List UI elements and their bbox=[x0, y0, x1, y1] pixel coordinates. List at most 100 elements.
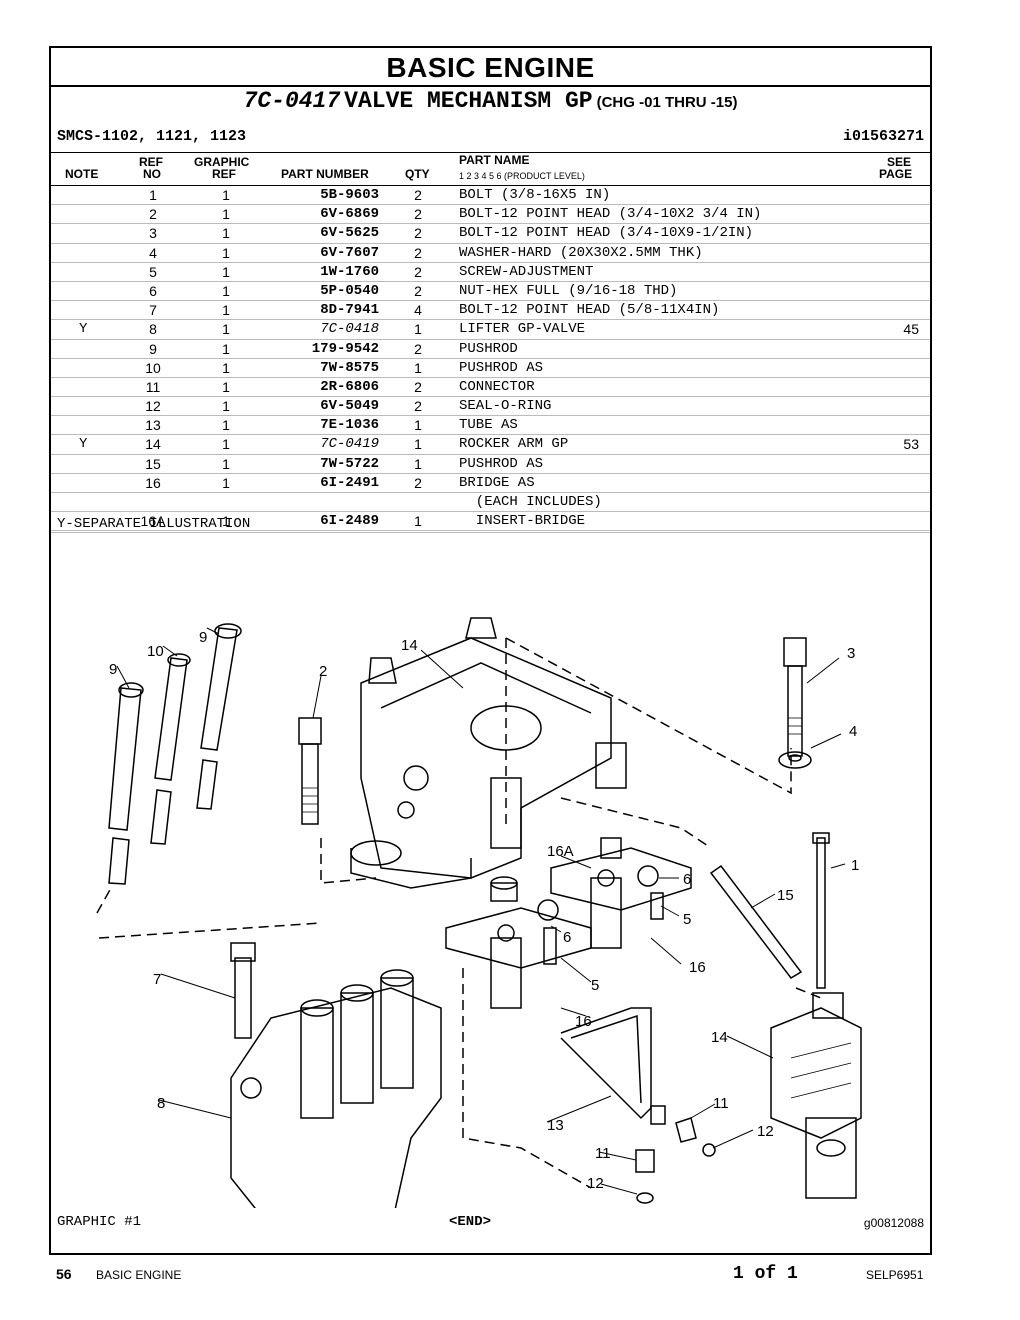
callout-16a: 16A bbox=[547, 843, 574, 860]
cell-qty: 1 bbox=[414, 436, 422, 453]
cell-graphic: 1 bbox=[222, 302, 230, 319]
cell-qty: 1 bbox=[414, 417, 422, 434]
graphic-label: GRAPHIC #1 bbox=[57, 1214, 142, 1230]
col-ref-top: REF bbox=[139, 155, 163, 169]
cell-part: 6I-2489 bbox=[320, 513, 379, 530]
exploded-illustration: 9 10 9 2 14 3 4 16A 6 5 6 5 16 16 15 1 7… bbox=[96, 617, 862, 1208]
cell-part: 2R-6806 bbox=[320, 378, 379, 395]
cell-graphic: 1 bbox=[222, 225, 230, 242]
callout-12a: 12 bbox=[757, 1123, 774, 1140]
rocker-arm-group-drawing bbox=[770, 992, 862, 1199]
group-name: VALVE MECHANISM GP bbox=[344, 88, 593, 114]
col-qty: QTY bbox=[405, 167, 430, 181]
cell-part: 7E-1036 bbox=[320, 417, 379, 434]
callout-11b: 11 bbox=[595, 1145, 611, 1162]
callout-1: 1 bbox=[851, 857, 859, 874]
cell-name: WASHER-HARD (20X30X2.5MM THK) bbox=[459, 244, 703, 261]
cell-note: Y bbox=[79, 321, 88, 338]
cell-note: Y bbox=[79, 436, 88, 453]
callout-6a: 6 bbox=[683, 871, 691, 888]
cell-name: BRIDGE AS bbox=[459, 474, 535, 491]
cell-graphic: 1 bbox=[222, 206, 230, 223]
callout-11a: 11 bbox=[713, 1095, 729, 1112]
cell-ref: 1 bbox=[149, 187, 157, 203]
phantom-lines bbox=[96, 637, 822, 1189]
callout-7: 7 bbox=[153, 971, 161, 988]
callout-5a: 5 bbox=[683, 911, 691, 928]
cell-qty: 2 bbox=[414, 244, 422, 261]
cell-name: BOLT (3/8-16X5 IN) bbox=[459, 187, 611, 203]
cell-name: CONNECTOR bbox=[459, 378, 535, 395]
cell-ref: 9 bbox=[149, 340, 157, 357]
smcs-codes: SMCS-1102, 1121, 1123 bbox=[57, 128, 247, 145]
cell-graphic: 1 bbox=[222, 398, 230, 415]
footer-section: BASIC ENGINE bbox=[96, 1268, 182, 1282]
cell-part: 7W-5722 bbox=[320, 455, 379, 472]
cell-part: 1W-1760 bbox=[320, 263, 379, 280]
col-graphic-top: GRAPHIC bbox=[194, 155, 250, 169]
callout-10: 10 bbox=[147, 643, 164, 660]
callout-12b: 12 bbox=[587, 1175, 604, 1192]
pushrod-drawing bbox=[108, 623, 242, 885]
cell-qty: 2 bbox=[414, 225, 422, 242]
cell-ref: 10 bbox=[145, 359, 161, 376]
cell-ref: 14 bbox=[145, 436, 161, 453]
callout-5b: 5 bbox=[591, 977, 599, 994]
cell-graphic: 1 bbox=[222, 378, 230, 395]
callout-15: 15 bbox=[777, 887, 794, 904]
cell-graphic: 1 bbox=[222, 187, 230, 203]
col-ref-bottom: NO bbox=[143, 167, 161, 181]
cell-ref: 16A bbox=[140, 513, 166, 530]
cell-ref: 15 bbox=[145, 455, 161, 472]
cell-qty: 1 bbox=[414, 455, 422, 472]
divider bbox=[51, 532, 930, 533]
callout-14a: 14 bbox=[401, 637, 418, 654]
pushrod-15-drawing bbox=[709, 832, 830, 989]
cell-part: 179-9542 bbox=[311, 340, 379, 357]
callout-8: 8 bbox=[157, 1095, 165, 1112]
cell-name: SEAL-O-RING bbox=[459, 398, 552, 415]
bolt-2-drawing bbox=[298, 717, 322, 825]
col-part-name: PART NAME bbox=[459, 153, 530, 167]
cell-name: ROCKER ARM GP bbox=[459, 436, 569, 453]
callout-2: 2 bbox=[319, 663, 327, 680]
cell-ref: 6 bbox=[149, 282, 157, 299]
cell-see: 45 bbox=[903, 321, 919, 338]
cell-name: TUBE AS bbox=[459, 417, 518, 434]
end-marker: <END> bbox=[449, 1214, 492, 1230]
callout-14b: 14 bbox=[711, 1029, 728, 1046]
cell-name: NUT-HEX FULL (9/16-18 THD) bbox=[459, 282, 678, 299]
cell-ref: 7 bbox=[149, 302, 157, 319]
cell-part[interactable]: 7C-0419 bbox=[320, 436, 379, 453]
lifter-drawing bbox=[230, 942, 442, 1208]
cell-ref: 4 bbox=[149, 244, 157, 261]
cell-name: BOLT-12 POINT HEAD (3/4-10X2 3/4 IN) bbox=[459, 206, 762, 223]
cell-part[interactable]: 7C-0418 bbox=[320, 321, 379, 338]
cell-part: 8D-7941 bbox=[320, 302, 379, 319]
cell-part: 6V-7607 bbox=[320, 244, 379, 261]
cell-name: LIFTER GP-VALVE bbox=[459, 321, 586, 338]
callout-9b: 9 bbox=[199, 629, 207, 646]
rocker-arm-drawing bbox=[350, 617, 627, 889]
cell-graphic: 1 bbox=[222, 321, 230, 338]
cell-qty: 2 bbox=[414, 398, 422, 415]
callout-16b: 16 bbox=[689, 959, 706, 976]
callout-4: 4 bbox=[849, 723, 857, 740]
col-graphic-bottom: REF bbox=[212, 167, 236, 181]
cell-name: BOLT-12 POINT HEAD (3/4-10X9-1/2IN) bbox=[459, 225, 754, 242]
group-number-link[interactable]: 7C-0417 bbox=[243, 88, 341, 114]
footer-page-number: 56 bbox=[56, 1266, 72, 1282]
col-part-number: PART NUMBER bbox=[281, 167, 369, 181]
